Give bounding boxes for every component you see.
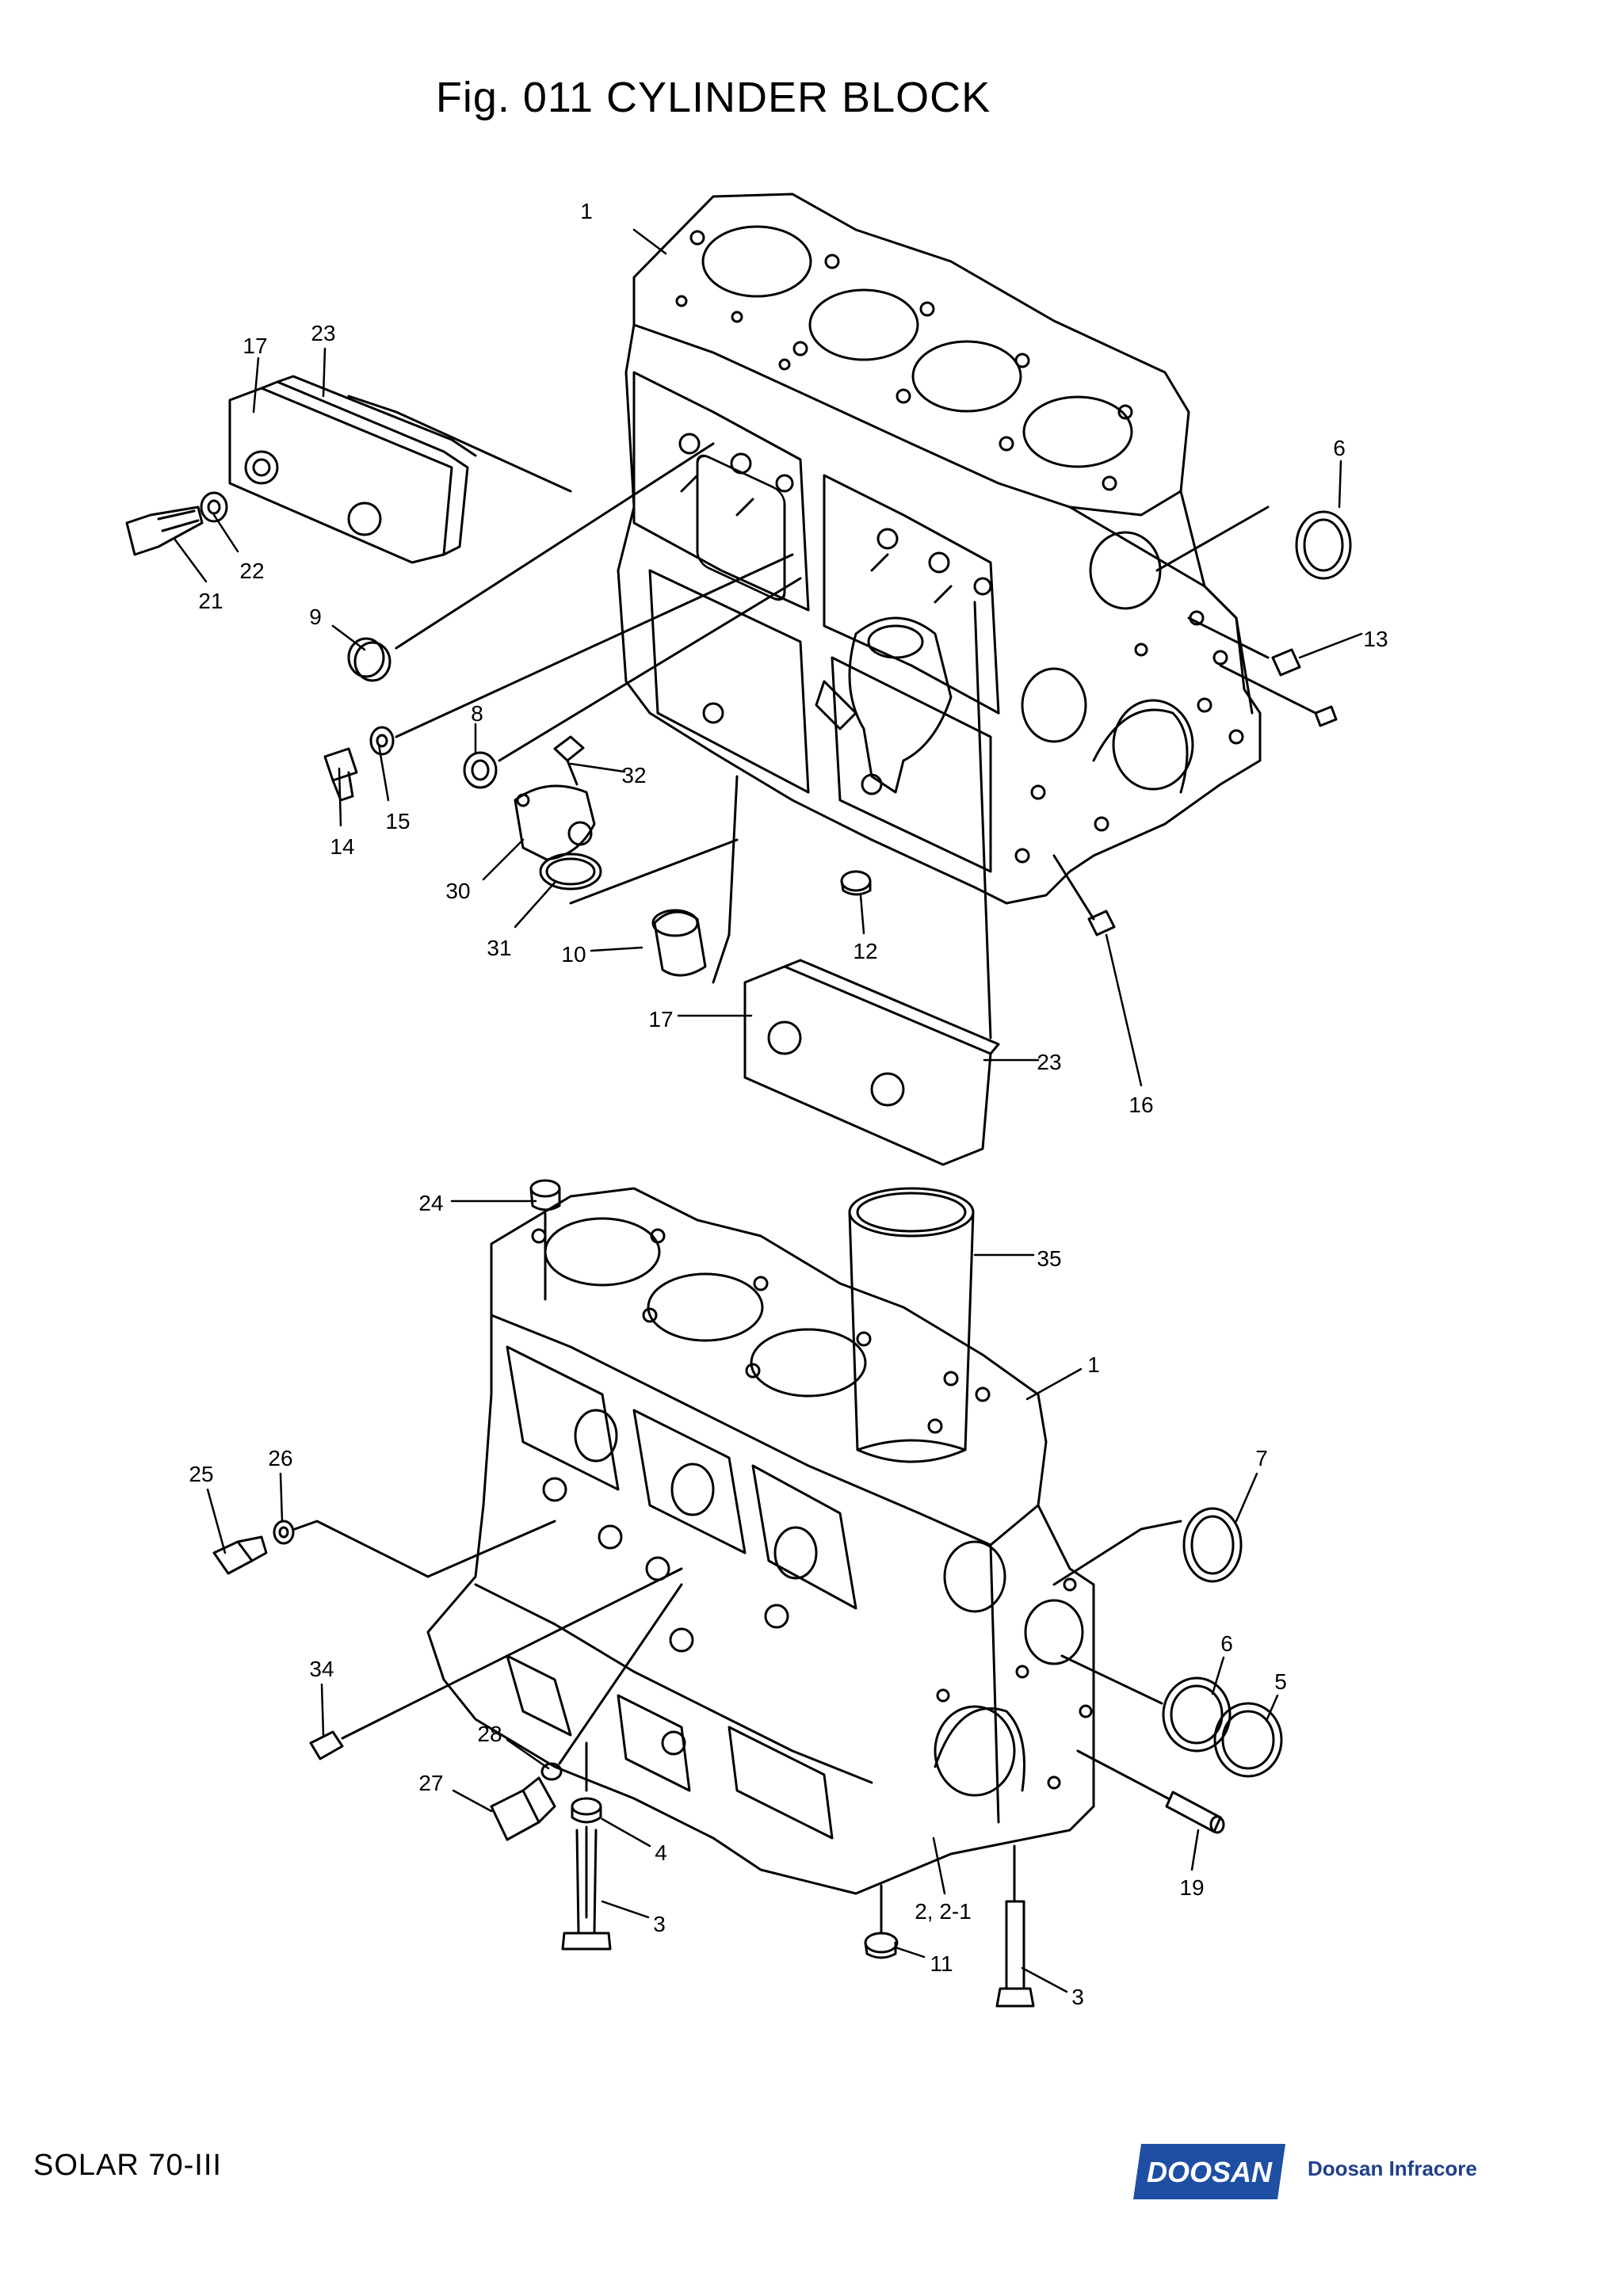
callout-label: 5 xyxy=(1274,1669,1287,1694)
callout-label: 16 xyxy=(1128,1093,1153,1117)
callout-leader-23 xyxy=(322,347,327,398)
callout-leader-15 xyxy=(377,743,390,802)
callout-leader-19 xyxy=(1190,1829,1200,1871)
doosan-logo: DOOSAN xyxy=(1133,2144,1285,2199)
upper-small-parts xyxy=(125,375,1352,1166)
machine-model-label: SOLAR 70-III xyxy=(33,2149,222,2182)
callout-label: 22 xyxy=(239,559,264,583)
callout-leader-10 xyxy=(590,946,643,952)
callout-label: 14 xyxy=(330,834,354,859)
callout-leader-1 xyxy=(1025,1367,1083,1401)
callout-label: 12 xyxy=(853,939,877,963)
callout-leader-12 xyxy=(859,894,865,935)
callout-leader-30 xyxy=(482,838,525,881)
callout-label: 23 xyxy=(311,321,335,345)
callout-leader-13 xyxy=(1298,632,1363,659)
callout-label: 35 xyxy=(1037,1246,1061,1271)
callout-label: 2, 2-1 xyxy=(915,1899,972,1924)
callout-leader-16 xyxy=(1105,933,1143,1087)
callout-leader-9 xyxy=(331,624,366,651)
callout-leader-14 xyxy=(338,767,342,827)
callout-label: 15 xyxy=(385,809,410,833)
callout-label: 17 xyxy=(242,334,267,358)
callout-leader-11 xyxy=(894,1946,926,1958)
callout-leader-2, 2-1 xyxy=(932,1836,946,1895)
callout-label: 3 xyxy=(653,1912,666,1936)
callout-leader-6 xyxy=(1211,1656,1225,1695)
callout-leader-3 xyxy=(601,1900,650,1919)
callout-label: 19 xyxy=(1179,1875,1204,1900)
lower-small-parts xyxy=(212,1179,1283,2008)
callout-label: 27 xyxy=(418,1771,443,1795)
callout-leader-7 xyxy=(1235,1472,1258,1523)
callout-label: 7 xyxy=(1255,1446,1268,1470)
callout-label: 21 xyxy=(198,589,223,613)
callout-leader-26 xyxy=(279,1472,284,1523)
callout-label: 24 xyxy=(418,1191,443,1215)
brand-name: Doosan Infracore xyxy=(1308,2157,1477,2180)
callout-label: 6 xyxy=(1220,1631,1233,1656)
doosan-logo-text: DOOSAN xyxy=(1147,2156,1273,2188)
callout-leader-27 xyxy=(452,1789,493,1813)
callout-leader-34 xyxy=(320,1683,325,1737)
callout-label: 32 xyxy=(621,763,646,788)
callout-leader-3 xyxy=(1021,1966,1068,1993)
callout-label: 9 xyxy=(309,605,322,629)
callout-label: 31 xyxy=(487,936,511,960)
callout-leader-32 xyxy=(569,762,626,773)
callout-leader-22 xyxy=(212,513,239,553)
callout-label: 17 xyxy=(648,1007,673,1032)
upper-cylinder-block xyxy=(617,193,1262,905)
callout-label: 10 xyxy=(561,942,586,967)
callout-label: 1 xyxy=(580,199,593,223)
callout-label: 23 xyxy=(1037,1050,1061,1074)
callout-leader-25 xyxy=(206,1488,227,1554)
callout-label: 34 xyxy=(309,1657,334,1681)
callout-leader-21 xyxy=(173,537,208,583)
callout-leader-6 xyxy=(1338,460,1342,509)
callout-label: 8 xyxy=(471,701,483,726)
callout-label: 3 xyxy=(1071,1985,1084,2009)
callout-leader-31 xyxy=(514,881,556,929)
lower-cylinder-block xyxy=(426,1187,1095,1895)
callout-label: 26 xyxy=(268,1446,292,1470)
callout-leader-4 xyxy=(601,1817,651,1848)
callout-leader-5 xyxy=(1265,1694,1279,1722)
callout-label: 6 xyxy=(1333,436,1346,460)
callout-leader-28 xyxy=(506,1738,550,1770)
callout-label: 4 xyxy=(655,1840,667,1865)
callout-label: 11 xyxy=(930,1951,953,1976)
figure-title: Fig. 011 CYLINDER BLOCK xyxy=(435,74,991,121)
callout-label: 30 xyxy=(445,879,470,903)
callout-label: 28 xyxy=(477,1722,502,1746)
callout-label: 13 xyxy=(1363,627,1388,651)
callout-label: 25 xyxy=(189,1462,213,1486)
callout-label: 1 xyxy=(1087,1352,1100,1377)
callout-leader-17 xyxy=(252,357,260,414)
callout-leader-1 xyxy=(632,228,667,255)
